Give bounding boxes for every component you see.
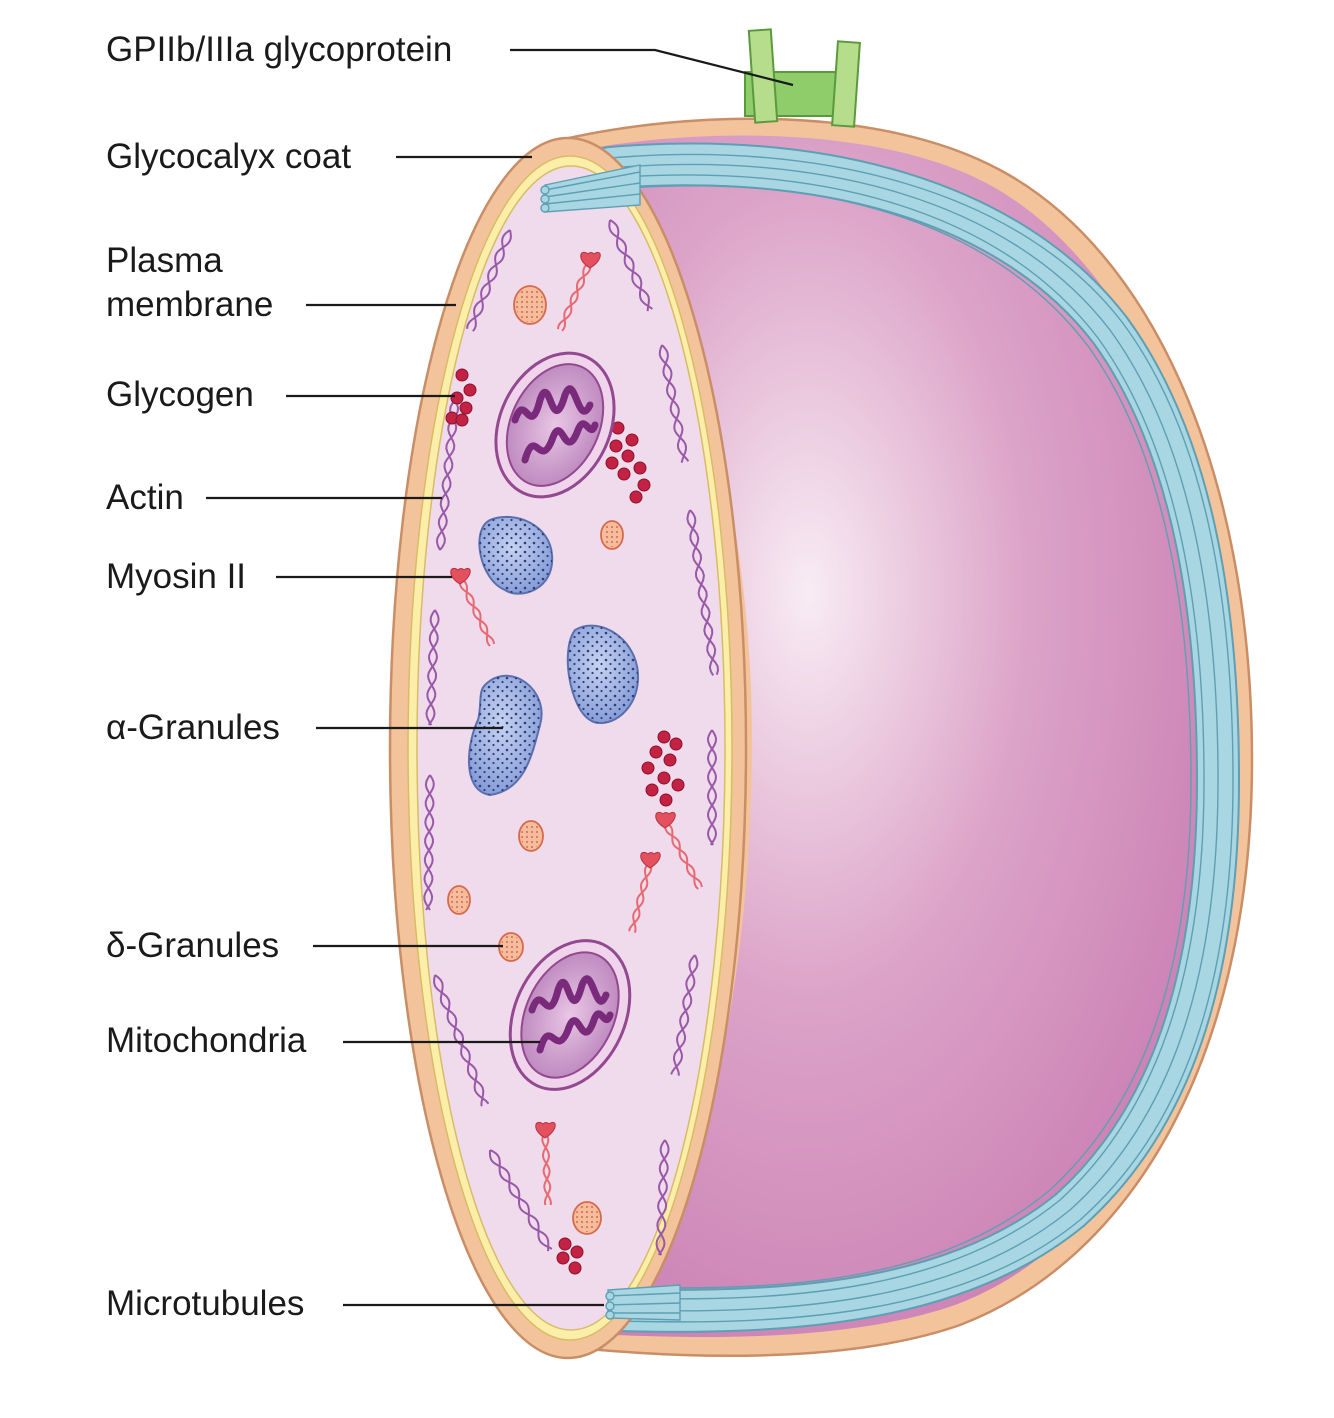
- actin-filament: [423, 774, 435, 911]
- cytoplasm: [416, 165, 726, 1331]
- actin-filament: [488, 1149, 553, 1252]
- delta-granules: [447, 285, 624, 1235]
- actin-filament: [608, 219, 653, 312]
- delta-granule: [447, 885, 471, 915]
- glycogen-granule: [625, 433, 639, 447]
- label-plasma-line1: Plasma: [106, 241, 223, 280]
- alpha-granules: [467, 515, 640, 797]
- glycogen-granule: [609, 439, 623, 453]
- label-delta-granules: δ-Granules: [106, 926, 279, 965]
- delta-granule: [600, 520, 624, 550]
- glycogen-granule: [463, 383, 477, 397]
- glycogen-granule: [621, 449, 635, 463]
- glycogen-granule: [657, 771, 671, 785]
- myosin-molecules: [450, 252, 703, 1206]
- label-glycogen: Glycogen: [106, 375, 254, 414]
- glycogen-granule: [637, 478, 651, 492]
- label-microtubules: Microtubules: [106, 1284, 304, 1323]
- actin-filament: [686, 509, 720, 676]
- glycogen-granule: [657, 730, 671, 744]
- actin-filaments: [423, 219, 720, 1256]
- glycogen-granule: [455, 368, 469, 382]
- myosin-ii: [655, 812, 703, 890]
- myosin-ii: [557, 252, 601, 332]
- actin-filament: [658, 344, 690, 463]
- label-myosin: Myosin II: [106, 557, 246, 596]
- glycogen-granule: [671, 778, 685, 792]
- glycogen-granule: [568, 1261, 582, 1275]
- label-gpiib: GPIIb/IIIa glycoprotein: [106, 30, 452, 69]
- glycogen-granule: [645, 783, 659, 797]
- delta-granule: [572, 1201, 602, 1235]
- cross-section: [388, 136, 748, 1360]
- glycogen-granule: [649, 745, 663, 759]
- labels: GPIIb/IIIa glycoprotein Glycocalyx coat …: [106, 30, 452, 1323]
- delta-granule: [518, 820, 544, 852]
- mitochondrion: [494, 351, 616, 499]
- glycogen-granule: [558, 1237, 572, 1251]
- glycogen-granule: [455, 413, 469, 427]
- label-plasma-line2: membrane: [106, 285, 273, 324]
- gpiib-receptor: [744, 28, 861, 128]
- label-alpha-granules: α-Granules: [106, 708, 280, 747]
- glycogen-granule: [556, 1251, 570, 1265]
- myosin-ii: [628, 852, 661, 933]
- myosin-ii: [450, 568, 495, 647]
- alpha-granule: [566, 624, 640, 725]
- glycogen-granule: [450, 391, 464, 405]
- actin-filament: [466, 229, 512, 332]
- mitochondrion: [508, 939, 632, 1091]
- label-mitochondria: Mitochondria: [106, 1021, 307, 1060]
- microtubule-band: [588, 142, 1241, 1333]
- actin-filament: [425, 609, 440, 726]
- actin-filament: [655, 1139, 670, 1256]
- leader-lines: [206, 48, 794, 1307]
- delta-granule: [498, 932, 524, 962]
- delta-granule: [513, 285, 547, 325]
- label-glycocalyx: Glycocalyx coat: [106, 137, 351, 176]
- actin-filament: [706, 729, 718, 846]
- glycogen-granule: [633, 461, 647, 475]
- leader-gpiib: [510, 48, 794, 87]
- glycogen-granule: [669, 737, 683, 751]
- glycogen-granule: [663, 753, 677, 767]
- alpha-granule: [478, 515, 554, 595]
- glycogen-granule: [459, 401, 473, 415]
- microtubule-ends: [540, 164, 681, 1321]
- actin-filament: [670, 954, 699, 1076]
- alpha-granule: [467, 674, 543, 797]
- glycogen-particles: [445, 368, 685, 1275]
- glycogen-granule: [659, 793, 673, 807]
- myosin-ii: [535, 1122, 556, 1206]
- glycogen-granule: [629, 490, 643, 504]
- glycogen-granule: [617, 467, 631, 481]
- outer-membrane-body: [580, 135, 1232, 1338]
- glycogen-granule: [641, 761, 655, 775]
- glycogen-granule: [570, 1245, 584, 1259]
- actin-filament: [435, 399, 460, 551]
- label-actin: Actin: [106, 478, 184, 517]
- platelet-body: [557, 117, 1254, 1358]
- glycogen-granule: [605, 456, 619, 470]
